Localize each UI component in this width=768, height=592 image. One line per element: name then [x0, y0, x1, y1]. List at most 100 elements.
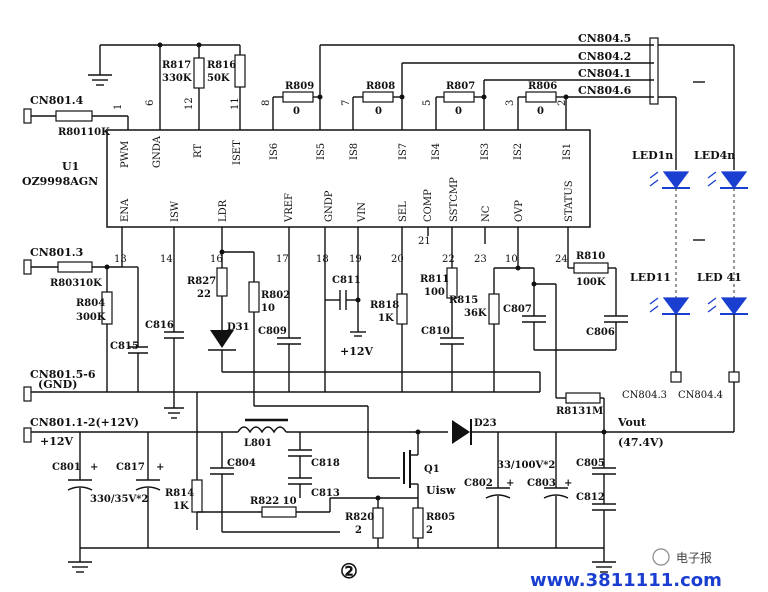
pin-is2: IS2: [513, 143, 524, 160]
label-r802-val: 10: [261, 303, 275, 314]
label-r820-val: 2: [355, 525, 362, 536]
svg-text:10: 10: [505, 254, 518, 265]
label-r807-val: 0: [455, 106, 462, 117]
label-r815-ref: R815: [449, 295, 478, 306]
label-c803-plus: +: [564, 478, 572, 489]
pin-is7: IS7: [398, 143, 409, 160]
pin-is4: IS4: [431, 143, 442, 160]
pin-isw: ISW: [170, 200, 181, 222]
label-vout-val: (47.4V): [618, 436, 664, 449]
label-cn801-4: CN801.4: [30, 94, 84, 107]
led-strings: [649, 81, 748, 383]
svg-text:19: 19: [349, 254, 362, 265]
label-r817-val: 330K: [162, 73, 192, 84]
is-resistor-network: [272, 44, 654, 130]
label-d23: D23: [474, 418, 497, 429]
label-c809: C809: [258, 326, 287, 337]
label-cn804-1: CN804.1: [578, 67, 631, 80]
label-c804: C804: [227, 458, 256, 469]
label-c805: C805: [576, 458, 605, 469]
label-r817-ref: R817: [162, 60, 191, 71]
label-led4n: LED4n: [694, 149, 735, 162]
svg-text:14: 14: [160, 254, 173, 265]
label-r805-val: 2: [426, 525, 433, 536]
label-vout: Vout: [617, 416, 647, 429]
label-r816-ref: R816: [207, 60, 236, 71]
label-r827-val: 22: [197, 289, 211, 300]
pin-is8: IS8: [349, 143, 360, 160]
gndp-vin-net: [324, 227, 366, 392]
pin-status: STATUS: [564, 180, 575, 222]
pin-vref: VREF: [284, 193, 295, 223]
label-r806-ref: R806: [528, 81, 557, 92]
label-r808-val: 0: [375, 106, 382, 117]
sel-net: [396, 227, 408, 392]
ldr-net: [208, 227, 400, 479]
label-r818-val: 1K: [378, 313, 394, 324]
label-c811: C811: [332, 275, 361, 286]
label-led1n: LED1n: [632, 149, 673, 162]
label-r813: R8131M: [556, 406, 603, 417]
watermark: 电子报 www.3811111.com: [530, 548, 722, 591]
pin-ovp: OVP: [514, 200, 525, 222]
ic-bottom-pin-labels: ENA ISW LDR VREF GNDP VIN SEL COMP SSTCM…: [120, 177, 575, 223]
label-cn804-3: CN804.3: [622, 390, 667, 401]
label-cn804-4: CN804.4: [678, 390, 723, 401]
gnd-bus: [23, 371, 541, 402]
label-r809-ref: R809: [285, 81, 314, 92]
label-r804-ref: R804: [76, 298, 105, 309]
svg-text:6: 6: [145, 100, 156, 106]
label-c812: C812: [576, 492, 605, 503]
label-q1: Q1: [424, 464, 440, 475]
label-vin-12v: +12V: [340, 345, 374, 358]
svg-text:12: 12: [184, 97, 195, 110]
label-c816: C816: [145, 320, 174, 331]
pin-is1: IS1: [562, 143, 573, 160]
power-stage: [23, 382, 735, 573]
pin-gnda: GNDA: [152, 135, 163, 168]
label-l801: L801: [244, 438, 272, 449]
label-c813: C813: [311, 488, 340, 499]
label-r822: R822 10: [250, 496, 297, 507]
svg-text:5: 5: [422, 100, 433, 106]
watermark-brand: 电子报: [676, 550, 712, 565]
label-led41: LED 41: [697, 271, 742, 284]
label-gnd: (GND): [38, 378, 77, 391]
svg-text:20: 20: [391, 254, 404, 265]
label-c817: C817: [116, 462, 145, 473]
watermark-site: www.3811111.com: [530, 570, 722, 591]
label-r803: R80310K: [50, 278, 102, 289]
svg-text:23: 23: [474, 254, 487, 265]
gnda-rt-iset-net: [88, 42, 246, 130]
pin-pwm: PWM: [120, 141, 131, 168]
svg-text:18: 18: [316, 254, 329, 265]
label-r802-ref: R802: [261, 290, 290, 301]
label-r814-val: 1K: [173, 501, 189, 512]
svg-text:16: 16: [210, 254, 223, 265]
svg-text:17: 17: [276, 254, 289, 265]
pin-vin: VIN: [357, 202, 368, 223]
label-r809-val: 0: [293, 106, 300, 117]
comp-net: [427, 227, 464, 392]
label-c801: C801: [52, 462, 81, 473]
svg-text:8: 8: [261, 100, 272, 106]
pin-gndp: GNDP: [324, 190, 335, 222]
pwm-input-net: [23, 108, 129, 130]
label-plus12: +12V: [40, 435, 74, 448]
svg-text:24: 24: [555, 254, 568, 265]
label-c801-val: 330/35V*2: [90, 494, 148, 505]
label-r801: R80110K: [58, 127, 110, 138]
svg-text:13: 13: [114, 254, 127, 265]
status-net: [534, 227, 628, 351]
isw-net: [164, 227, 184, 419]
label-c802-plus: +: [506, 478, 514, 489]
label-r807-ref: R807: [446, 81, 475, 92]
pin-iset: ISET: [232, 140, 243, 165]
label-cn801-3: CN801.3: [30, 246, 83, 259]
label-r811-val: 100: [424, 287, 445, 298]
ena-input-net: [23, 227, 148, 392]
label-r816-val: 50K: [207, 73, 230, 84]
svg-text:2: 2: [557, 100, 568, 106]
pin-is5: IS5: [316, 143, 327, 160]
